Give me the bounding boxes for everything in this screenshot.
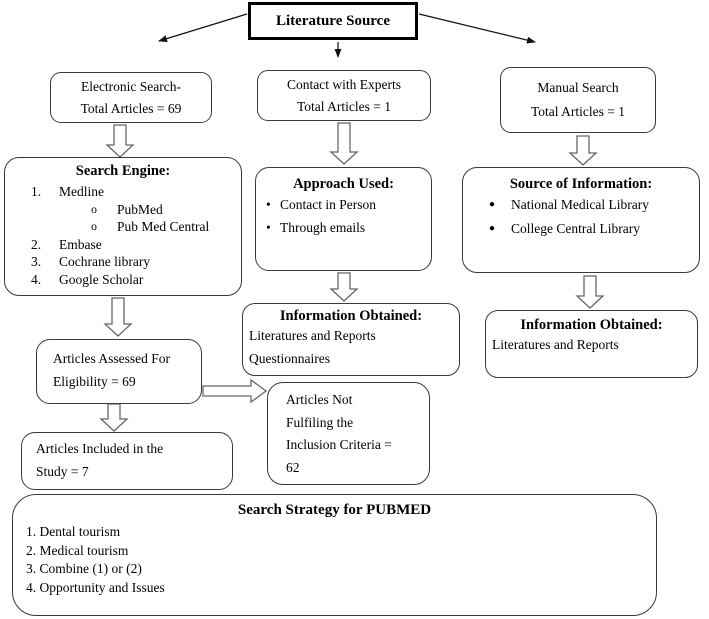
list-item: • Contact in Person [266,193,431,216]
list-item: 3. Combine (1) or (2) [26,561,142,576]
contact-experts-box: Contact with Experts Total Articles = 1 [257,70,431,121]
search-engine-box: Search Engine: 1. Medline o PubMed o Pub… [4,157,242,296]
block-arrow-contact-to-approach [329,122,359,165]
list-item: 1. Medline [31,184,104,199]
literature-source-label: Literature Source [275,12,390,29]
electronic-search-line2: Total Articles = 69 [80,100,182,116]
list-item: • Through emails [266,216,431,239]
thin-arrow-title-to-manual [418,13,536,44]
not-fulfilling-line2: Fulfiling the [286,414,354,430]
bullet-icon: ● [489,199,496,210]
approach-used-box: Approach Used: • Contact in Person • Thr… [255,167,432,271]
block-arrow-assessed-to-included [99,403,129,432]
search-strategy-box: Search Strategy for PUBMED 1. Dental tou… [12,494,657,616]
thin-arrow-title-to-electronic [158,13,248,42]
list-item: 2. Embase [31,236,102,252]
list-item: o PubMed [91,201,163,217]
block-arrow-manual-to-source [568,135,598,166]
source-of-information-box: Source of Information: ● National Medica… [462,167,700,273]
list-item: o Pub Med Central [91,219,210,234]
list-item: 1. Dental tourism [26,524,121,539]
bullet-icon: ● [489,223,496,234]
articles-included-line2: Study = 7 [36,463,89,479]
block-arrow-electronic-to-search-engine [105,124,135,158]
not-fulfilling-line1: Articles Not [286,392,353,407]
info-obtained-mid-line1: Literatures and Reports [249,328,376,343]
info-obtained-mid-line2: Questionnaires [249,350,330,366]
articles-not-fulfilling-box: Articles Not Fulfiling the Inclusion Cri… [267,382,430,485]
not-fulfilling-line3: Inclusion Criteria = [286,437,392,452]
not-fulfilling-line4: 62 [286,459,300,475]
articles-assessed-line1: Articles Assessed For [53,351,170,366]
search-strategy-list: 1. Dental tourism 2. Medical tourism 3. … [26,523,656,597]
electronic-search-box: Electronic Search- Total Articles = 69 [50,72,212,123]
approach-used-heading: Approach Used: [293,176,394,192]
block-arrow-approach-to-info-mid [329,272,359,302]
articles-assessed-line2: Eligibility = 69 [53,373,136,389]
search-engine-heading: Search Engine: [75,163,171,179]
search-engine-list: 1. Medline o PubMed o Pub Med Central 2.… [5,183,241,288]
info-obtained-right-box: Information Obtained: Literatures and Re… [485,310,698,378]
list-item: ● College Central Library [463,217,699,241]
list-item: ● National Medical Library [463,193,699,217]
block-arrow-assessed-to-not-fulfilling [202,378,268,404]
articles-assessed-box: Articles Assessed For Eligibility = 69 [36,339,202,404]
block-arrow-source-to-info-right [575,275,605,309]
articles-included-line1: Articles Included in the [36,441,164,456]
bullet-icon: • [266,220,271,235]
list-item: 2. Medical tourism [26,542,129,558]
list-item: 4. Opportunity and Issues [26,579,165,595]
list-item: 3. Cochrane library [31,254,151,269]
literature-source-box: Literature Source [248,2,418,40]
info-obtained-mid-heading: Information Obtained: [279,308,423,324]
info-obtained-mid-box: Information Obtained: Literatures and Re… [242,303,460,376]
list-item: 4. Google Scholar [31,271,144,287]
search-strategy-heading: Search Strategy for PUBMED [237,502,432,518]
electronic-search-line1: Electronic Search- [80,78,182,94]
manual-search-box: Manual Search Total Articles = 1 [500,67,656,133]
info-obtained-right-line1: Literatures and Reports [492,337,619,352]
manual-search-line2: Total Articles = 1 [530,104,626,120]
source-of-information-heading: Source of Information: [509,176,653,192]
block-arrow-search-engine-to-assessed [103,297,133,337]
contact-experts-line2: Total Articles = 1 [296,98,392,114]
manual-search-line1: Manual Search [537,79,619,95]
bullet-icon: • [266,197,271,212]
articles-included-box: Articles Included in the Study = 7 [21,432,233,490]
contact-experts-line1: Contact with Experts [287,76,401,92]
info-obtained-right-heading: Information Obtained: [520,317,663,333]
